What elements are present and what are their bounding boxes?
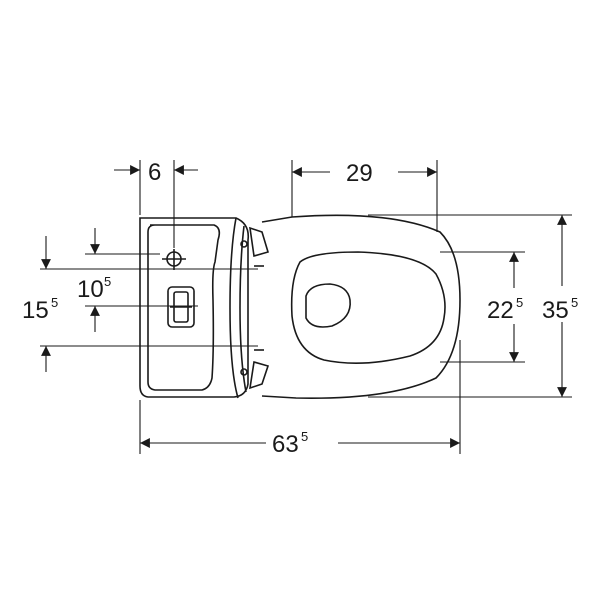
- dimension-lines: [40, 160, 572, 454]
- dim-total-length-label: 63: [272, 431, 299, 458]
- water-inlet-icon: [162, 249, 186, 270]
- dim-seat-span-sup: 5: [516, 295, 523, 310]
- toilet-outline: [139, 214, 461, 399]
- drain-outlet: [305, 283, 351, 328]
- dim-inlet-to-top-sup: 5: [104, 274, 111, 289]
- dim-offset-top-label: 6: [148, 159, 161, 186]
- dim-inlet-span-label: 15: [22, 297, 49, 324]
- seat-hinge: [229, 217, 239, 399]
- flush-button: [167, 286, 195, 328]
- dim-total-width-sup: 5: [571, 295, 578, 310]
- dim-bowl-width-label: 29: [346, 160, 373, 187]
- seat-opening: [290, 251, 446, 364]
- dimension-labels: 6 29 10 5 15 5 22 5 35 5 63 5: [22, 159, 578, 458]
- dim-total-width-label: 35: [542, 297, 569, 324]
- bowl-outer: [261, 214, 461, 399]
- dim-inlet-span-sup: 5: [51, 295, 58, 310]
- cistern-inner: [147, 224, 221, 391]
- dim-inlet-to-top-label: 10: [77, 276, 104, 303]
- cistern-body: [139, 217, 250, 398]
- dim-total-length-sup: 5: [301, 429, 308, 444]
- dim-seat-span-label: 22: [487, 297, 514, 324]
